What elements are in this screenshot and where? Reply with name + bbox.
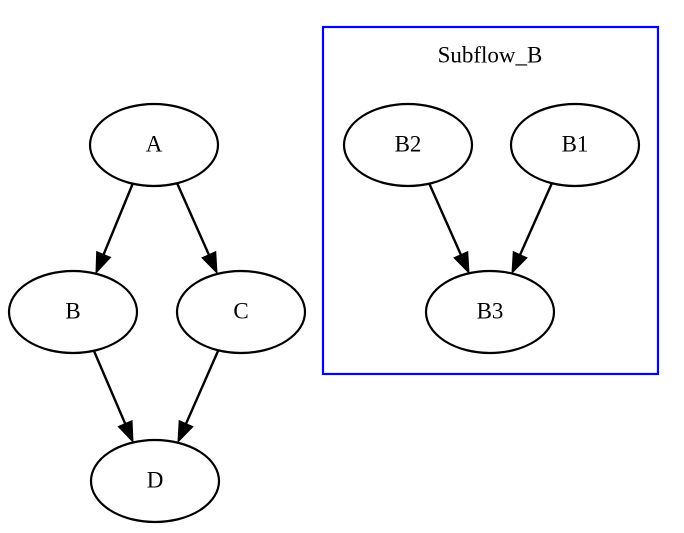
edge-b2-b3[interactable] bbox=[427, 182, 470, 275]
edge-line bbox=[175, 182, 213, 260]
arrowhead-icon bbox=[177, 419, 194, 444]
node-label: B1 bbox=[562, 131, 589, 156]
node-b2[interactable]: B2 bbox=[342, 102, 474, 188]
edge-line bbox=[92, 350, 129, 429]
node-shape bbox=[424, 269, 556, 355]
node-a[interactable]: A bbox=[88, 102, 220, 188]
node-b3[interactable]: B3 bbox=[424, 269, 556, 355]
node-shape bbox=[88, 102, 220, 188]
arrowhead-icon bbox=[117, 419, 134, 444]
node-d[interactable]: D bbox=[89, 438, 221, 524]
node-b1[interactable]: B1 bbox=[509, 102, 641, 188]
node-label: C bbox=[233, 298, 248, 323]
node-label: D bbox=[147, 467, 164, 492]
edge-layer bbox=[92, 182, 554, 444]
node-shape bbox=[175, 269, 307, 355]
arrowhead-icon bbox=[201, 250, 218, 275]
node-shape bbox=[89, 438, 221, 524]
edge-line bbox=[516, 182, 554, 260]
node-label: B2 bbox=[395, 131, 422, 156]
node-c[interactable]: C bbox=[175, 269, 307, 355]
node-shape bbox=[7, 269, 139, 355]
cluster-subflow-b[interactable]: Subflow_B bbox=[321, 25, 660, 376]
edge-line bbox=[427, 182, 465, 260]
node-shape bbox=[509, 102, 641, 188]
node-label: B bbox=[65, 298, 80, 323]
node-b[interactable]: B bbox=[7, 269, 139, 355]
edge-b1-b3[interactable] bbox=[511, 182, 554, 275]
edge-line bbox=[182, 350, 220, 429]
node-shape bbox=[342, 102, 474, 188]
node-label: A bbox=[146, 131, 163, 156]
cluster-label: Subflow_B bbox=[438, 42, 543, 67]
cluster-border bbox=[321, 25, 660, 376]
node-label: B3 bbox=[477, 298, 504, 323]
edge-line bbox=[100, 182, 135, 260]
arrowhead-icon bbox=[95, 250, 112, 275]
arrowhead-icon bbox=[511, 250, 528, 275]
edge-b-d[interactable] bbox=[92, 350, 134, 444]
edge-a-c[interactable] bbox=[175, 182, 218, 275]
edge-a-b[interactable] bbox=[95, 182, 135, 275]
arrowhead-icon bbox=[453, 250, 470, 275]
edge-c-d[interactable] bbox=[177, 350, 220, 444]
node-layer: A B C D B2 B1 bbox=[7, 102, 641, 524]
